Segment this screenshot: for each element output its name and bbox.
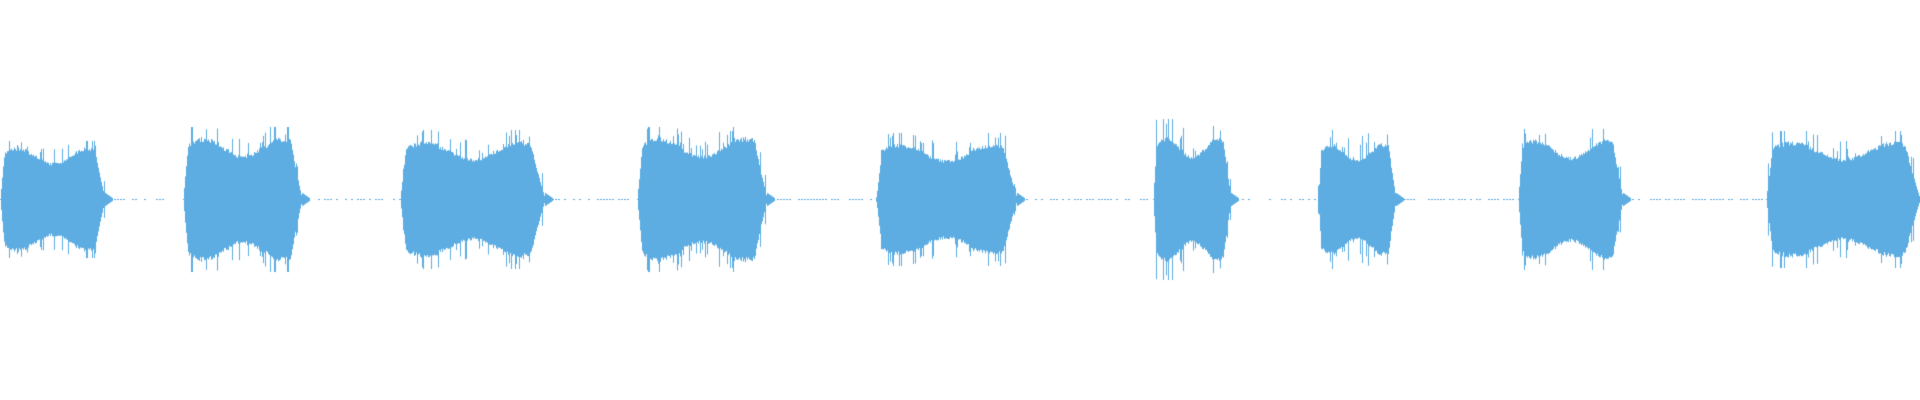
audio-waveform[interactable] — [0, 0, 1920, 400]
